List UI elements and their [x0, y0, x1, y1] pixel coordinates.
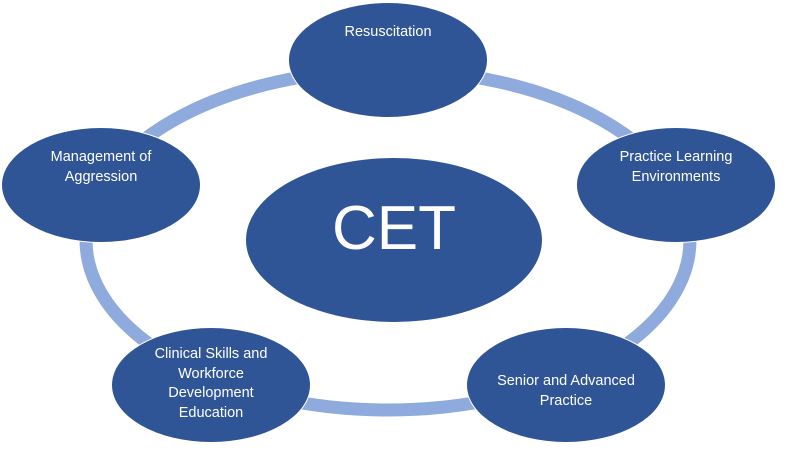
node-resuscitation[interactable]: Resuscitation — [288, 2, 488, 118]
node-practice-learning-environments[interactable]: Practice Learning Environments — [576, 127, 776, 243]
center-node-cet[interactable]: CET — [245, 157, 543, 323]
node-label: Clinical Skills and Workforce Developmen… — [154, 346, 268, 421]
node-label: Resuscitation — [344, 24, 432, 40]
node-label: Practice Learning Environments — [619, 149, 733, 185]
center-label: CET — [332, 194, 456, 263]
node-label: Senior and Advanced Practice — [497, 373, 635, 409]
node-clinical-skills-workforce-development-education[interactable]: Clinical Skills and Workforce Developmen… — [111, 327, 311, 443]
node-senior-and-advanced-practice[interactable]: Senior and Advanced Practice — [466, 327, 666, 443]
node-management-of-aggression[interactable]: Management of Aggression — [1, 127, 201, 243]
node-label: Management of Aggression — [50, 149, 152, 185]
